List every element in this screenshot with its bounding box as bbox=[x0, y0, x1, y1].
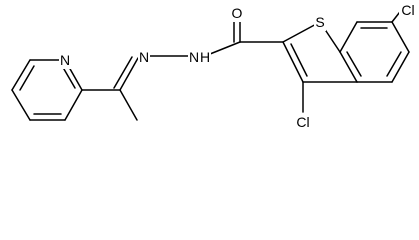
atom-cl-thiophene: Cl bbox=[296, 114, 309, 130]
bond-benzo-6 bbox=[339, 51, 358, 83]
atom-n-hydrazide: N bbox=[189, 49, 199, 65]
bond-benzo-3 bbox=[391, 21, 410, 53]
bond-benzo-4-inner bbox=[386, 51, 402, 77]
atom-n-imine: N bbox=[139, 49, 149, 65]
bond-thio-c2-c3 bbox=[282, 41, 304, 83]
atom-n-pyridine: N bbox=[60, 52, 70, 68]
bond-py-6 bbox=[64, 89, 83, 121]
atom-o: O bbox=[232, 5, 243, 21]
bond-n-c-inner bbox=[113, 56, 133, 89]
bond-benzo-6-inner bbox=[346, 51, 362, 77]
bond-thio-s-c2 bbox=[282, 21, 321, 43]
bond-benzo-4 bbox=[391, 51, 410, 83]
bond-py-4 bbox=[11, 89, 31, 121]
atom-cl-benzo: Cl bbox=[401, 2, 414, 18]
bonds bbox=[11, 7, 410, 121]
structure-diagram: S O Cl Cl N N H N bbox=[11, 1, 417, 131]
atom-s: S bbox=[315, 14, 324, 30]
atom-labels: S O Cl Cl N N H N bbox=[59, 1, 417, 131]
bond-n-c bbox=[119, 57, 139, 91]
atom-h-hydrazide: H bbox=[200, 49, 210, 65]
bond-thio-c2-c3-inner bbox=[290, 43, 308, 77]
bond-py-3-inner bbox=[19, 65, 35, 91]
bond-benzo-1 bbox=[339, 21, 358, 53]
bond-c-methyl bbox=[119, 89, 138, 121]
bond-py-3 bbox=[11, 59, 31, 91]
